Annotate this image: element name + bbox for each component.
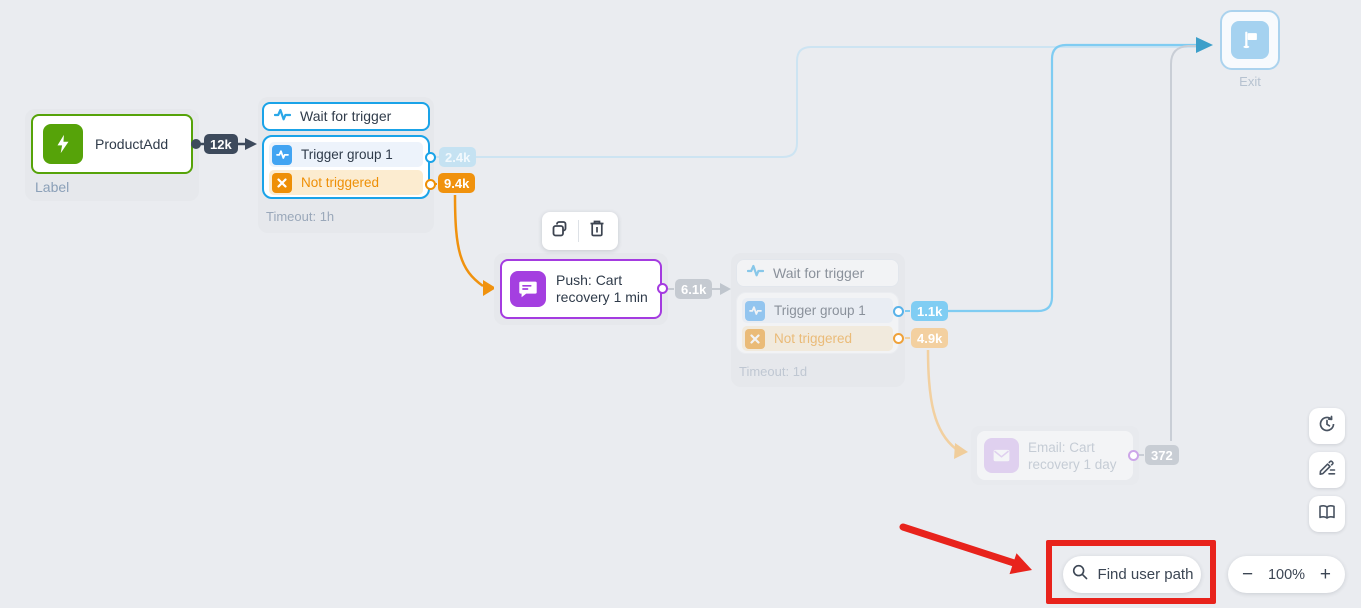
trigger-group-label: Trigger group 1 <box>774 303 866 318</box>
wait-trigger-2-timeout: Timeout: 1d <box>739 364 808 379</box>
arrowhead-wait2 <box>720 283 731 295</box>
notes-button[interactable] <box>1309 452 1345 488</box>
wait-trigger-1-title: Wait for trigger <box>300 108 392 124</box>
zoom-in-button[interactable]: + <box>1319 564 1331 585</box>
annotation-arrowhead <box>1009 553 1032 575</box>
email-title: Email: Cart recovery 1 day <box>1028 439 1117 472</box>
edge-count-6-1k: 6.1k <box>675 279 713 299</box>
port-email-out[interactable] <box>1128 450 1139 461</box>
wait-trigger-2-body: Trigger group 1 Not triggered <box>736 292 899 354</box>
not-triggered-row[interactable]: Not triggered <box>742 326 893 351</box>
zoom-control: − 100% + <box>1228 556 1345 593</box>
search-icon <box>1071 563 1089 586</box>
x-icon <box>745 328 765 349</box>
email-node[interactable]: Email: Cart recovery 1 day <box>977 431 1133 480</box>
annotation-arrow <box>899 523 1018 567</box>
push-title: Push: Cart recovery 1 min <box>556 272 648 305</box>
exit-node[interactable] <box>1220 10 1280 70</box>
port-wait2-not-triggered[interactable] <box>893 333 904 344</box>
pulse-icon <box>273 107 292 127</box>
edge-count-12k: 12k <box>204 134 238 154</box>
edge-wait1-triggered <box>436 46 1196 158</box>
copy-icon <box>550 219 570 244</box>
wait-trigger-1-body: Trigger group 1 Not triggered <box>262 135 430 199</box>
trigger-group-row[interactable]: Trigger group 1 <box>742 298 893 323</box>
port-product-out[interactable] <box>191 139 201 149</box>
copy-button[interactable] <box>542 212 578 250</box>
flag-icon <box>1231 21 1269 59</box>
wait-trigger-1-group: Wait for trigger Trigger group 1 Not tri… <box>258 97 434 233</box>
lightning-icon <box>43 124 83 164</box>
edge-email-out <box>1170 45 1196 441</box>
edge-wait2-triggered <box>947 43 1196 313</box>
edge-wait1-not-triggered <box>453 194 484 288</box>
pulse-icon <box>746 263 765 283</box>
trash-icon <box>588 219 606 243</box>
not-triggered-row[interactable]: Not triggered <box>269 170 423 195</box>
email-group: Email: Cart recovery 1 day <box>971 426 1139 485</box>
edge-count-1-1k: 1.1k <box>911 301 949 321</box>
wait-trigger-2-header[interactable]: Wait for trigger <box>736 259 899 287</box>
trigger-group-row[interactable]: Trigger group 1 <box>269 142 423 167</box>
edge-wait2-not-triggered <box>926 349 957 450</box>
arrowhead-wait1 <box>245 138 257 150</box>
edge-count-9-4k: 9.4k <box>438 173 476 193</box>
edge-count-2-4k: 2.4k <box>439 147 477 167</box>
trigger-group-label: Trigger group 1 <box>301 147 393 162</box>
x-icon <box>272 172 292 193</box>
pulse-icon <box>272 144 292 165</box>
book-icon <box>1317 502 1337 527</box>
find-user-path-label: Find user path <box>1097 566 1194 583</box>
find-user-path-button[interactable]: Find user path <box>1063 556 1201 593</box>
wait-trigger-2-title: Wait for trigger <box>773 264 865 281</box>
wait-trigger-1-timeout: Timeout: 1h <box>266 209 335 224</box>
port-push-out[interactable] <box>657 283 668 294</box>
port-wait1-triggered[interactable] <box>425 152 436 163</box>
not-triggered-label: Not triggered <box>774 331 853 346</box>
push-node[interactable]: Push: Cart recovery 1 min <box>500 259 662 319</box>
node-toolbar <box>542 212 618 250</box>
wait-trigger-2-group: Wait for trigger Trigger group 1 Not tri… <box>731 253 905 387</box>
chat-bubble-icon <box>510 271 546 307</box>
zoom-level: 100% <box>1267 566 1306 583</box>
edge-count-372: 372 <box>1145 445 1179 465</box>
push-group: Push: Cart recovery 1 min <box>494 253 668 325</box>
port-wait1-not-triggered[interactable] <box>425 179 436 190</box>
zoom-out-button[interactable]: − <box>1242 564 1254 585</box>
history-button[interactable] <box>1309 408 1345 444</box>
arrowhead-email <box>954 443 968 459</box>
toolbar-divider <box>578 220 579 242</box>
arrowhead-exit <box>1196 37 1213 53</box>
not-triggered-label: Not triggered <box>301 175 380 190</box>
product-add-node[interactable]: ProductAdd <box>31 114 193 174</box>
docs-button[interactable] <box>1309 496 1345 532</box>
wait-trigger-1-header[interactable]: Wait for trigger <box>262 102 430 131</box>
envelope-icon <box>984 438 1019 473</box>
pencil-list-icon <box>1317 458 1337 483</box>
edge-count-4-9k: 4.9k <box>911 328 949 348</box>
delete-button[interactable] <box>579 212 615 250</box>
product-add-label: Label <box>35 179 70 195</box>
port-wait2-triggered[interactable] <box>893 306 904 317</box>
exit-label: Exit <box>1239 74 1261 89</box>
pulse-icon <box>745 300 765 321</box>
history-icon <box>1317 414 1337 439</box>
product-add-group: ProductAdd Label <box>25 109 199 201</box>
product-add-title: ProductAdd <box>95 135 169 152</box>
